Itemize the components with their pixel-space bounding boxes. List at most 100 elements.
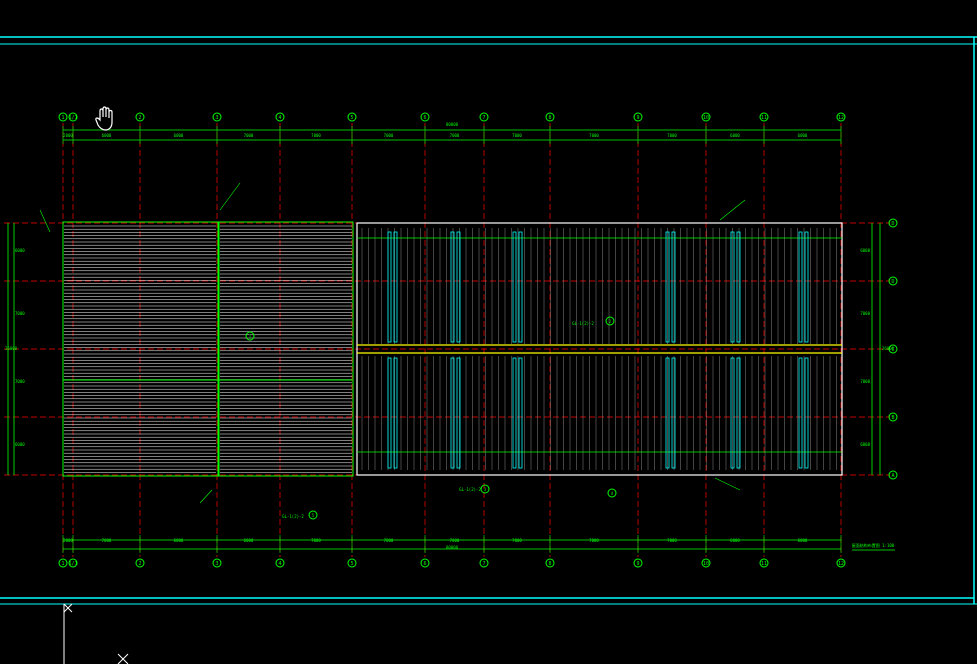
purlin-top-5 xyxy=(730,231,735,343)
dim-left-total: 26000 xyxy=(5,346,18,351)
dim-right-1: 6000 xyxy=(860,248,870,253)
purlin-bottom-4 xyxy=(665,357,670,469)
dim-bottom-11: 6000 xyxy=(730,538,740,543)
axis-label-right-5: A xyxy=(891,473,894,479)
purlin-bottom-6 xyxy=(798,357,803,469)
purlin-bottom-6 xyxy=(804,357,809,469)
leader-3 xyxy=(719,199,746,221)
axis-bubble-bottom-8 xyxy=(479,558,489,568)
purlin-top-1 xyxy=(393,231,398,343)
section-mark-label-4: 4 xyxy=(611,491,614,496)
roof-area-mid-outline xyxy=(218,221,354,477)
axis-bubble-bottom-12 xyxy=(759,558,769,568)
axis-label-top-10: 9 xyxy=(636,115,639,121)
note-gl-1: GL-1(2)-2 xyxy=(572,321,594,326)
dim-right-3: 7000 xyxy=(860,379,870,384)
purlin-top-3 xyxy=(518,231,523,343)
dim-bottom-10: 7000 xyxy=(667,538,677,543)
purlin-top-6 xyxy=(804,231,809,343)
dim-bottom-2: 7000 xyxy=(102,538,112,543)
purlin-bottom-5 xyxy=(736,357,741,469)
dim-top-11: 6000 xyxy=(730,133,740,138)
axis-bubble-right-4 xyxy=(888,412,898,422)
dim-top-7: 7000 xyxy=(450,133,460,138)
dim-top-6: 7000 xyxy=(384,133,394,138)
purlin-bottom-2 xyxy=(456,357,461,469)
dim-top-2: 6000 xyxy=(102,133,112,138)
axis-bubble-right-2 xyxy=(888,276,898,286)
dim-bottom-8: 7000 xyxy=(512,538,522,543)
axis-label-top-7: 6 xyxy=(423,115,426,121)
axis-label-top-12: 11 xyxy=(761,115,767,121)
dim-left-3: 7000 xyxy=(15,379,25,384)
axis-label-bottom-8: 7 xyxy=(482,561,485,567)
axis-bubble-right-3 xyxy=(888,344,898,354)
section-mark-label-2: 2 xyxy=(609,319,612,324)
axis-bubble-top-12 xyxy=(759,112,769,122)
axis-bubble-bottom-7 xyxy=(420,558,430,568)
purlin-bottom-3 xyxy=(518,357,523,469)
purlin-top-1 xyxy=(387,231,392,343)
section-mark-5 xyxy=(308,510,318,520)
hand-pan-cursor-icon xyxy=(94,106,118,136)
dim-left-4: 6000 xyxy=(15,442,25,447)
axis-bubble-bottom-10 xyxy=(633,558,643,568)
dim-top-1: 2000 xyxy=(63,133,73,138)
dim-right-total: 26000 xyxy=(882,346,895,351)
roof-area-right-outline xyxy=(356,222,843,476)
axis-label-top-5: 4 xyxy=(278,115,281,121)
dim-bottom-12: 6000 xyxy=(798,538,808,543)
purlin-top-3 xyxy=(512,231,517,343)
axis-bubble-top-2 xyxy=(68,112,78,122)
axis-bubble-top-4 xyxy=(212,112,222,122)
axis-label-top-4: 3 xyxy=(215,115,218,121)
dim-top-5: 7000 xyxy=(311,133,321,138)
section-mark-4 xyxy=(607,488,617,498)
axis-label-bottom-10: 9 xyxy=(636,561,639,567)
axis-label-top-8: 7 xyxy=(482,115,485,121)
axis-label-right-1: D xyxy=(891,221,894,227)
axis-bubble-top-10 xyxy=(633,112,643,122)
purlin-bottom-1 xyxy=(393,357,398,469)
ucs-arrow-b xyxy=(63,603,73,613)
axis-label-top-11: 10 xyxy=(703,115,709,121)
axis-bubble-bottom-4 xyxy=(212,558,222,568)
axis-label-bottom-13: 12 xyxy=(838,561,844,567)
axis-bubble-top-11 xyxy=(701,112,711,122)
axis-bubble-top-7 xyxy=(420,112,430,122)
axis-bubble-bottom-13 xyxy=(836,558,846,568)
section-mark-label-3: 3 xyxy=(484,487,487,492)
axis-label-bottom-12: 11 xyxy=(761,561,767,567)
purlin-top-2 xyxy=(456,231,461,343)
axis-bubble-top-5 xyxy=(275,112,285,122)
purlin-bottom-4 xyxy=(671,357,676,469)
axis-label-top-1: 1 xyxy=(61,115,64,121)
section-mark-1 xyxy=(245,331,255,341)
note-gl-2: GL-1(2)-2 xyxy=(459,487,481,492)
axis-label-bottom-11: 10 xyxy=(703,561,709,567)
section-mark-3 xyxy=(480,484,490,494)
dim-top-total: 80000 xyxy=(446,122,459,127)
axis-bubble-bottom-11 xyxy=(701,558,711,568)
axis-label-top-6: 5 xyxy=(350,115,353,121)
axis-label-bottom-4: 3 xyxy=(215,561,218,567)
title-block-label: 屋面结构布置图 1:100 xyxy=(852,542,895,548)
axis-bubble-bottom-2 xyxy=(68,558,78,568)
axis-bubble-bottom-6 xyxy=(347,558,357,568)
axis-bubble-top-8 xyxy=(479,112,489,122)
purlin-top-6 xyxy=(798,231,803,343)
axis-bubble-top-3 xyxy=(135,112,145,122)
axis-label-bottom-1: 1 xyxy=(61,561,64,567)
purlin-top-2 xyxy=(450,231,455,343)
axis-label-top-2: 1/1 xyxy=(68,115,77,121)
dim-bottom-1: 2000 xyxy=(63,538,73,543)
purlin-bottom-2 xyxy=(450,357,455,469)
axis-label-bottom-9: 8 xyxy=(548,561,551,567)
purlin-top-4 xyxy=(671,231,676,343)
dim-top-10: 7000 xyxy=(667,133,677,138)
axis-label-bottom-6: 5 xyxy=(350,561,353,567)
axis-bubble-top-6 xyxy=(347,112,357,122)
dim-left-2: 7000 xyxy=(15,311,25,316)
